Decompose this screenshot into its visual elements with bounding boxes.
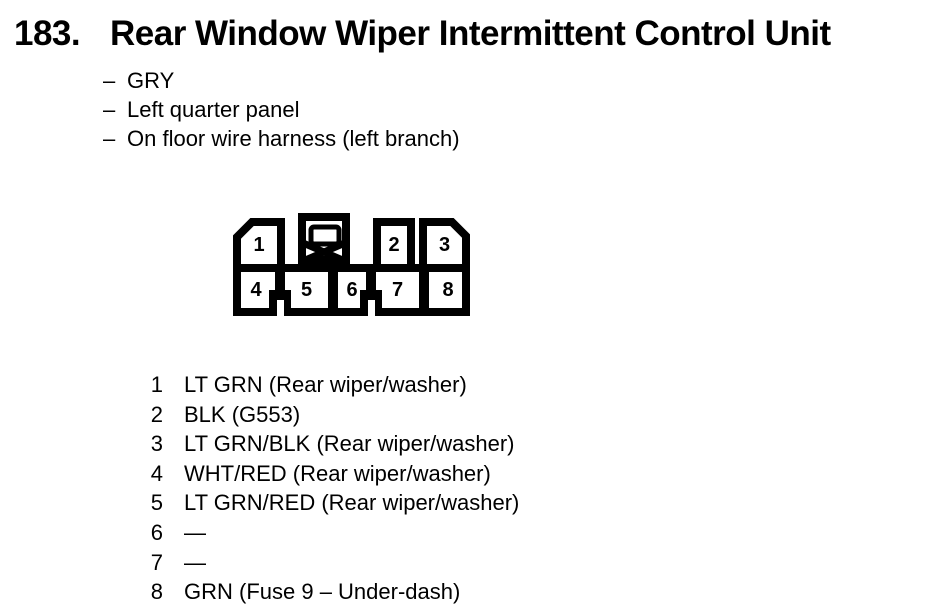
pin-cavity-5: 5 [300,278,313,301]
pin-description: GRN (Fuse 9 – Under-dash) [184,579,461,605]
pin-number: 7 [150,549,163,575]
attribute-text: On floor wire harness (left branch) [127,126,460,151]
pin-number: 2 [150,401,163,427]
pin-row: 1 LT GRN (Rear wiper/washer) [0,370,519,400]
pin-description: LT GRN (Rear wiper/washer) [184,372,467,397]
pin-description: LT GRN/BLK (Rear wiper/washer) [184,431,515,457]
pin-row: 3 LT GRN/BLK (Rear wiper/washer) [0,429,519,459]
latch-cross-icon [301,239,347,265]
attribute-item: – Left quarter panel [103,95,460,124]
dash-bullet: – [103,97,116,122]
pin-row: 8 GRN (Fuse 9 – Under-dash) [0,577,519,607]
attribute-text: Left quarter panel [127,97,300,122]
index-notch-left-slot [277,300,284,318]
pin-cavity-4: 4 [250,278,262,301]
latch-slot-icon [308,224,342,247]
pin-number: 6 [150,519,163,545]
pin-number: 1 [150,372,163,397]
pin-row: 2 BLK (G553) [0,400,519,430]
pin-description: LT GRN/RED (Rear wiper/washer) [184,490,520,516]
pin-cavity-7: 7 [391,278,404,301]
pin-number: 5 [150,490,163,516]
pin-row: 5 LT GRN/RED (Rear wiper/washer) [0,488,520,518]
pin-cavity-2-outline [373,218,415,272]
pin-cavity-8: 8 [442,278,454,301]
pin-number: 4 [150,460,163,486]
connector-outline-drawing [233,213,470,318]
index-notch-right-slot [368,300,375,318]
dash-bullet: – [103,126,116,151]
pin-row: 7 — [0,548,519,578]
pin-cavity-6: 6 [346,278,358,301]
pin-cavity-3: 3 [438,233,451,256]
pin-description: — [184,519,206,545]
connector-attributes: – GRY – Left quarter panel – On floor wi… [103,66,460,153]
pin-description: BLK (G553) [184,401,301,427]
pin-list: 1 LT GRN (Rear wiper/washer) 2 BLK (G553… [0,370,520,607]
pin-row: 4 WHT/RED (Rear wiper/washer) [0,459,519,489]
dash-bullet: – [103,68,116,93]
page-header: 183. Rear Window Wiper Intermittent Cont… [14,14,831,54]
page-title: Rear Window Wiper Intermittent Control U… [110,14,831,53]
attribute-text: GRY [127,68,175,93]
pin-cavity-2: 2 [388,233,400,256]
pin-description: — [184,549,206,575]
attribute-item: – On floor wire harness (left branch) [103,124,460,153]
pin-number: 8 [150,579,163,605]
pin-cavity-3-outline [419,218,470,272]
attribute-item: – GRY [103,66,460,95]
pin-description: WHT/RED (Rear wiper/washer) [184,460,491,486]
pin-row: 6 — [0,518,519,548]
section-number: 183. [14,14,81,53]
pin-cavity-1: 1 [253,233,265,256]
pin-cavity-1-outline [233,218,285,272]
connector-diagram: 1 2 3 4 5 6 7 8 [225,200,485,330]
pin-number: 3 [150,431,163,457]
